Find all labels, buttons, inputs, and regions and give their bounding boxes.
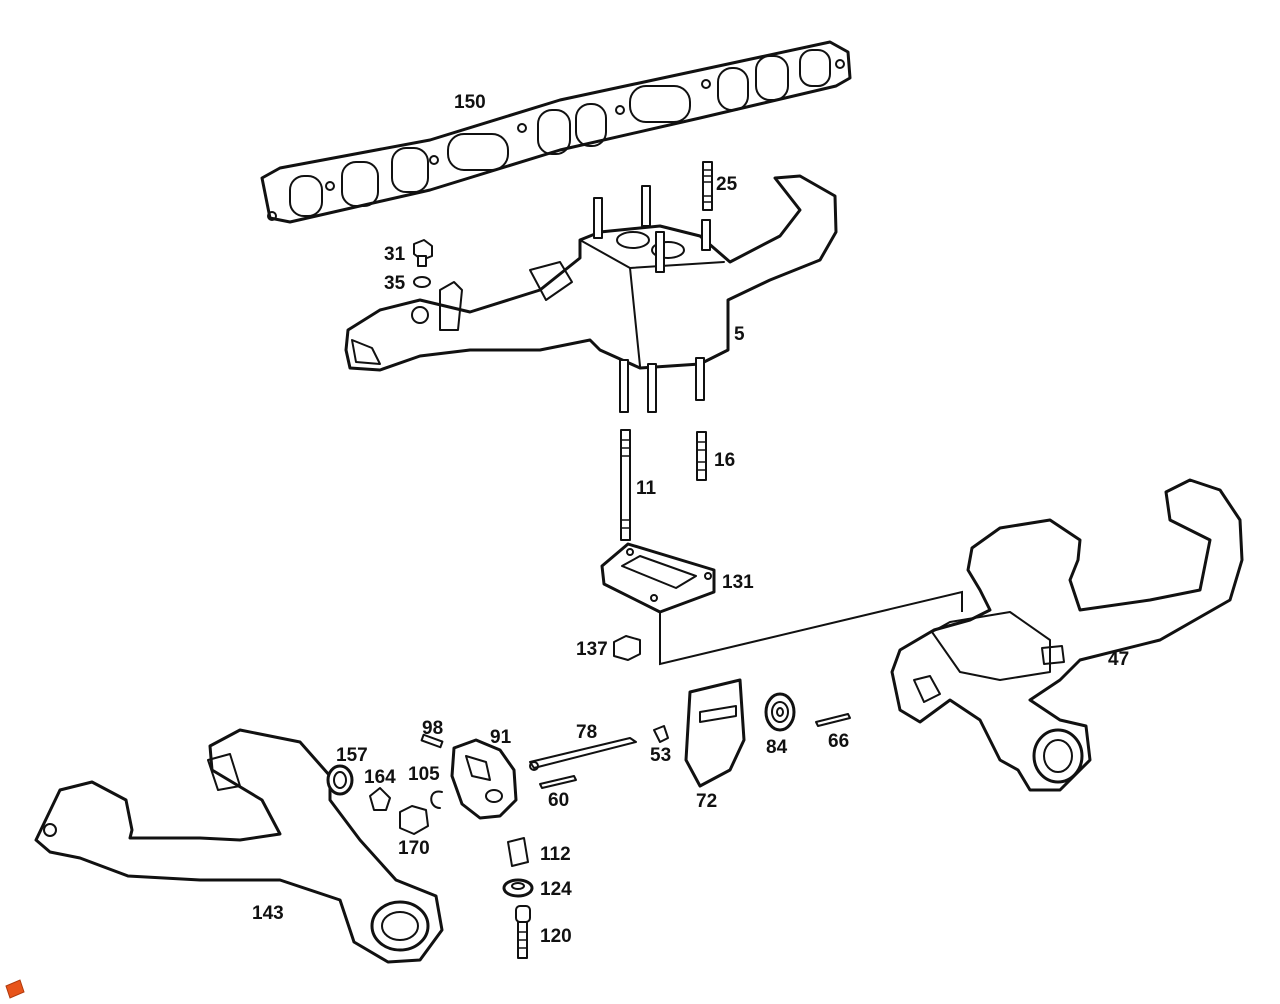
washer-35 [413,276,431,288]
brand-logo-icon [5,979,25,999]
flap-plate-72 [684,678,746,788]
stud-16 [696,431,707,481]
ring-157 [326,764,354,796]
assembly-leader-line [659,590,963,666]
clip-112 [507,837,529,867]
pin-60 [539,775,577,789]
bushing-164 [369,787,391,811]
label-31: 31 [384,244,406,265]
label-53: 53 [650,745,671,766]
label-25: 25 [716,174,738,195]
exhaust-manifold-47 [890,478,1244,792]
shaft-78 [529,737,637,771]
manifold-studs [593,185,711,413]
label-164: 164 [364,767,396,788]
label-124: 124 [540,879,572,900]
stud-11 [620,429,631,541]
label-112: 112 [540,844,571,865]
manifold-gasket-150 [260,40,852,224]
bolt-31 [413,239,433,267]
label-11: 11 [636,478,657,499]
nut-137 [613,635,641,661]
bolt-120 [515,905,531,959]
label-78: 78 [576,722,597,743]
label-150: 150 [454,92,486,113]
valve-body-91 [450,738,518,820]
label-60: 60 [548,790,569,811]
label-157: 157 [336,745,368,766]
label-131: 131 [722,572,754,593]
washer-124 [502,878,534,898]
label-47: 47 [1108,649,1129,670]
spring-84 [764,692,796,732]
label-143: 143 [252,903,284,924]
label-35: 35 [384,273,406,294]
label-91: 91 [490,727,512,748]
label-137: 137 [576,639,608,660]
label-105: 105 [408,764,440,785]
clip-105 [430,790,443,809]
label-16: 16 [714,450,735,471]
label-5: 5 [734,324,745,345]
exhaust-manifold-143 [34,728,444,964]
label-72: 72 [696,791,717,812]
label-98: 98 [422,718,443,739]
pin-66 [815,713,851,727]
label-170: 170 [398,838,430,859]
pin-98 [420,733,444,749]
intake-manifold-5 [344,174,838,372]
label-66: 66 [828,731,849,752]
label-84: 84 [766,737,788,758]
stud-25 [702,161,713,211]
callout-labels: 150 25 31 35 5 16 11 131 137 47 98 91 78… [252,92,1129,947]
flange-gasket-131 [600,542,716,614]
label-120: 120 [540,926,572,947]
nut-170 [399,805,429,835]
bushing-53 [653,725,669,743]
